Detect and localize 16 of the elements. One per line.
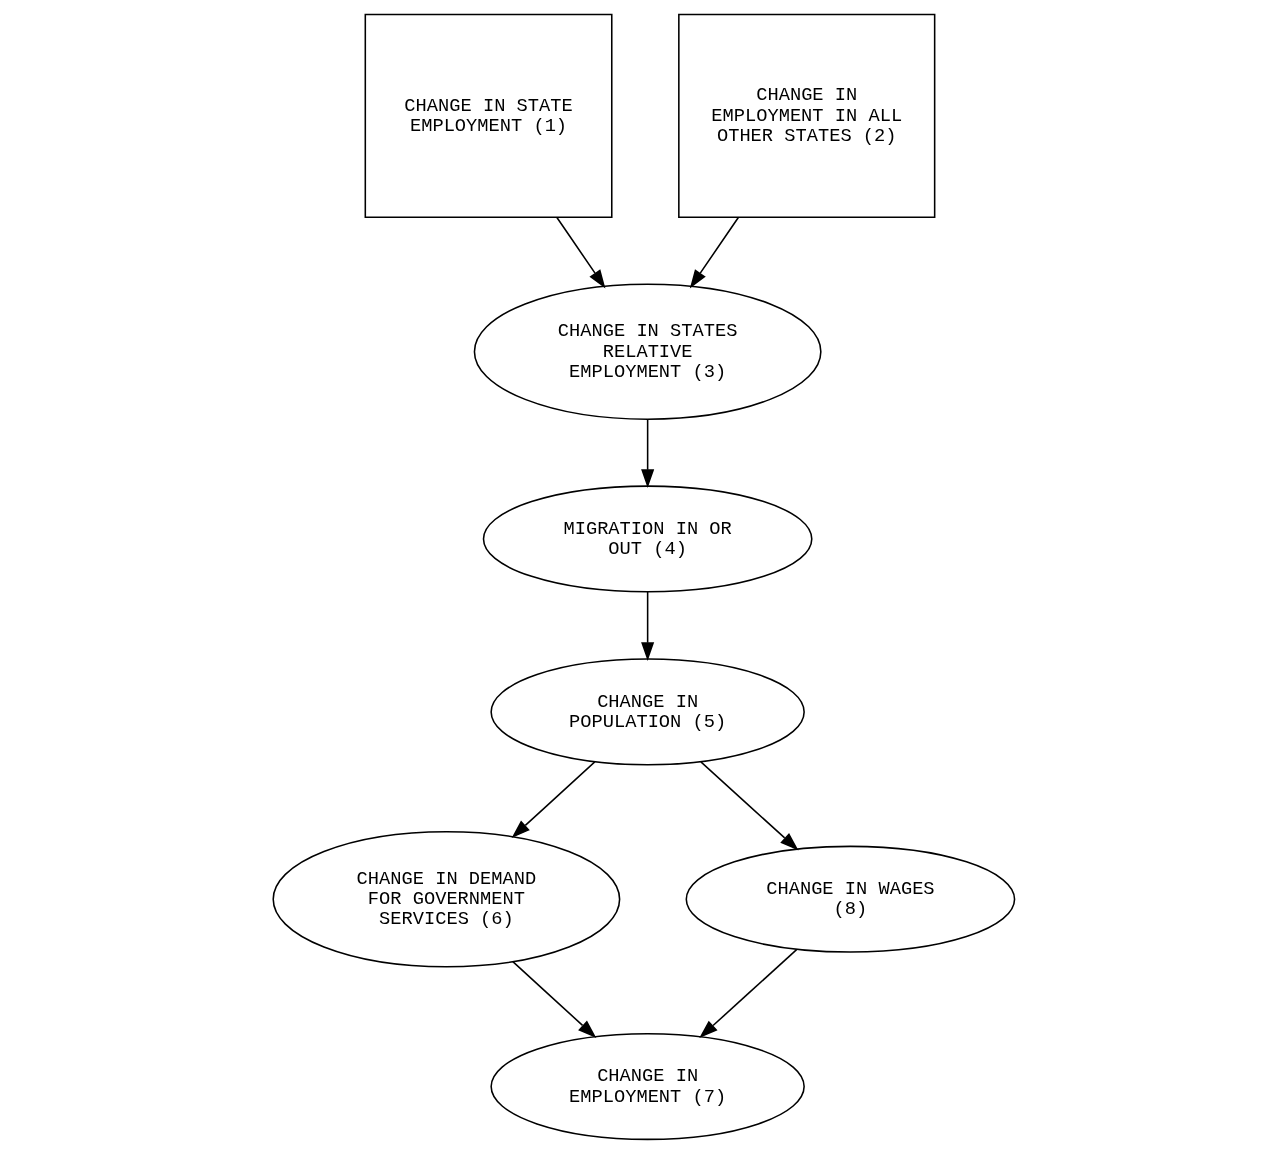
arrow <box>556 216 606 289</box>
node-ellipse: MIGRATION IN OR OUT (4) <box>482 485 813 593</box>
node-box: CHANGE IN EMPLOYMENT IN ALL OTHER STATES (2) <box>678 13 936 219</box>
arrow <box>512 960 597 1039</box>
arrow <box>689 216 740 289</box>
node-ellipse: CHANGE IN WAGES (8) <box>685 845 1016 953</box>
arrow <box>641 418 655 489</box>
arrow <box>699 948 798 1039</box>
arrow <box>511 761 596 838</box>
arrow <box>641 591 655 661</box>
node-ellipse: CHANGE IN DEMAND FOR GOVERNMENT SERVICES (6) <box>272 830 621 968</box>
node-ellipse: CHANGE IN EMPLOYMENT (7) <box>490 1032 805 1141</box>
node-ellipse: CHANGE IN POPULATION (5) <box>490 658 805 766</box>
node-ellipse: CHANGE IN STATES RELATIVE EMPLOYMENT (3) <box>473 283 822 420</box>
node-box: CHANGE IN STATE EMPLOYMENT (1) <box>364 13 613 219</box>
arrow <box>700 761 799 851</box>
